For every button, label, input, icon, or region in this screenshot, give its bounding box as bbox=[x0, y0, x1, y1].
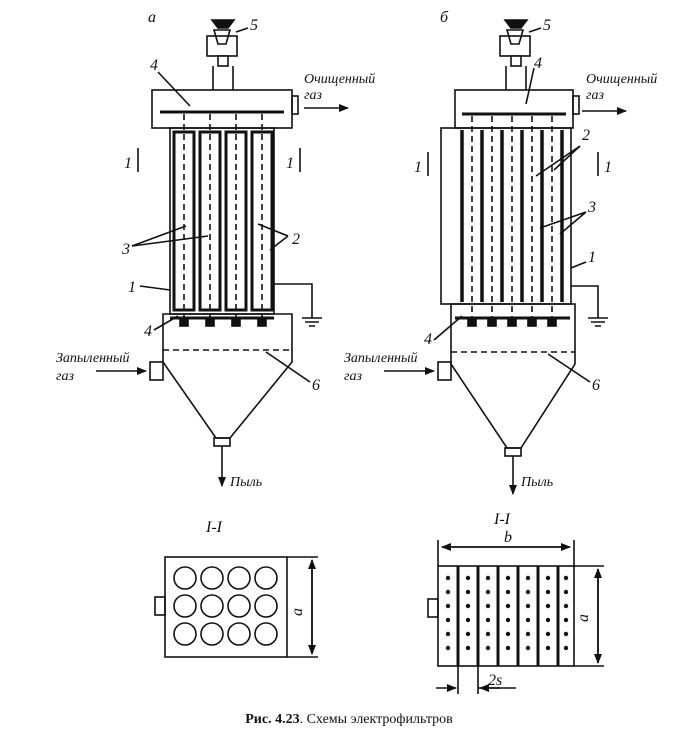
electrode-dot bbox=[525, 645, 531, 651]
electrode-dot bbox=[505, 589, 511, 595]
fan-unit bbox=[206, 19, 238, 90]
figure-caption: Рис. 4.23. Схемы электрофильтров bbox=[0, 712, 698, 728]
tubular-filter-diagram bbox=[96, 19, 349, 658]
caption-text: . Схемы электрофильтров bbox=[299, 712, 453, 727]
electrode-dot bbox=[465, 645, 471, 651]
section-view-plates bbox=[427, 540, 604, 694]
electrode-dot bbox=[563, 603, 569, 609]
ground-symbol bbox=[571, 285, 608, 327]
clean-gas-label: Очищенный bbox=[586, 72, 657, 87]
electrode-dot bbox=[485, 631, 491, 637]
electrode-dot bbox=[505, 631, 511, 637]
upper-chamber bbox=[151, 89, 293, 129]
electrode-dot bbox=[525, 575, 531, 581]
section-mark-right: 1 bbox=[286, 155, 294, 172]
variant-label-b: б bbox=[440, 9, 449, 26]
electrode-dot bbox=[563, 575, 569, 581]
electrode-dot bbox=[525, 617, 531, 623]
electrode-dot bbox=[465, 575, 471, 581]
callout-5: 5 bbox=[543, 17, 551, 34]
fan-unit bbox=[499, 19, 531, 90]
electrode-dot bbox=[563, 645, 569, 651]
clean-gas-label-2: газ bbox=[586, 88, 604, 103]
section-mark-left: 1 bbox=[414, 159, 422, 176]
callout-6: 6 bbox=[312, 377, 320, 394]
electrode-dot bbox=[563, 631, 569, 637]
dust-label: Пыль bbox=[520, 475, 553, 490]
electrode-dot bbox=[505, 617, 511, 623]
callout-2: 2 bbox=[292, 231, 300, 248]
dusty-gas-label: Запыленный bbox=[344, 351, 417, 366]
electrode-dot bbox=[465, 631, 471, 637]
dust-label: Пыль bbox=[229, 475, 262, 490]
electrode-dot bbox=[525, 631, 531, 637]
plate-filter-diagram bbox=[384, 19, 627, 694]
electrode-dot bbox=[505, 645, 511, 651]
ground-symbol bbox=[274, 283, 322, 327]
electrode-dot bbox=[545, 631, 551, 637]
callout-5: 5 bbox=[250, 17, 258, 34]
filter-body bbox=[169, 127, 275, 315]
dusty-gas-label: Запыленный bbox=[56, 351, 129, 366]
electrode-dot bbox=[485, 617, 491, 623]
callout-4-bottom: 4 bbox=[144, 323, 152, 340]
electrode-dot bbox=[505, 575, 511, 581]
collecting-plates bbox=[460, 116, 564, 318]
caption-label: Рис. 4.23 bbox=[245, 712, 300, 727]
electrode-dot bbox=[445, 589, 451, 595]
electrode-dot bbox=[525, 603, 531, 609]
section-mark-right: 1 bbox=[604, 159, 612, 176]
callout-3: 3 bbox=[121, 241, 130, 258]
dusty-gas-label-2: газ bbox=[56, 369, 74, 384]
section-title: I-I bbox=[493, 511, 511, 528]
electrode-dot bbox=[545, 645, 551, 651]
dim-b-label: b bbox=[504, 529, 512, 546]
electrode-dot bbox=[525, 589, 531, 595]
section-title: I-I bbox=[205, 519, 223, 536]
electrode-dot bbox=[445, 575, 451, 581]
electrode-dot bbox=[545, 603, 551, 609]
electrode-dot bbox=[445, 603, 451, 609]
dim-a-label: a bbox=[575, 614, 592, 622]
electrode-dot bbox=[485, 603, 491, 609]
electrode-dot bbox=[445, 631, 451, 637]
electrode-dot bbox=[485, 645, 491, 651]
variant-label-a: а bbox=[148, 9, 156, 26]
dim-2s-label: 2s bbox=[488, 672, 502, 689]
discharge-electrode-dots bbox=[445, 575, 569, 651]
callout-6: 6 bbox=[592, 377, 600, 394]
upper-chamber bbox=[454, 89, 574, 129]
electrode-dot bbox=[485, 575, 491, 581]
section-view-tubes bbox=[154, 556, 318, 658]
electrode-dot bbox=[545, 589, 551, 595]
section-mark-left: 1 bbox=[124, 155, 132, 172]
callout-1: 1 bbox=[588, 249, 596, 266]
electrode-dot bbox=[485, 589, 491, 595]
electrode-dot bbox=[545, 575, 551, 581]
clean-gas-label-2: газ bbox=[304, 88, 322, 103]
clean-gas-label: Очищенный bbox=[304, 72, 375, 87]
collecting-tubes bbox=[172, 114, 274, 318]
callout-3: 3 bbox=[587, 199, 596, 216]
electrode-dot bbox=[445, 617, 451, 623]
callout-2: 2 bbox=[582, 127, 590, 144]
dusty-gas-label-2: газ bbox=[344, 369, 362, 384]
electrode-dot bbox=[445, 645, 451, 651]
callout-4-top: 4 bbox=[534, 55, 542, 72]
electrode-dot bbox=[545, 617, 551, 623]
electrode-dot bbox=[465, 603, 471, 609]
callout-1: 1 bbox=[128, 279, 136, 296]
electrode-dot bbox=[465, 589, 471, 595]
electrode-dot bbox=[465, 617, 471, 623]
electrode-dot bbox=[563, 617, 569, 623]
electrode-dot bbox=[563, 589, 569, 595]
dust-hopper bbox=[162, 313, 293, 439]
callout-4-bottom: 4 bbox=[424, 331, 432, 348]
electrode-dot bbox=[505, 603, 511, 609]
callout-4-top: 4 bbox=[150, 57, 158, 74]
dim-a-label: a bbox=[289, 608, 306, 616]
